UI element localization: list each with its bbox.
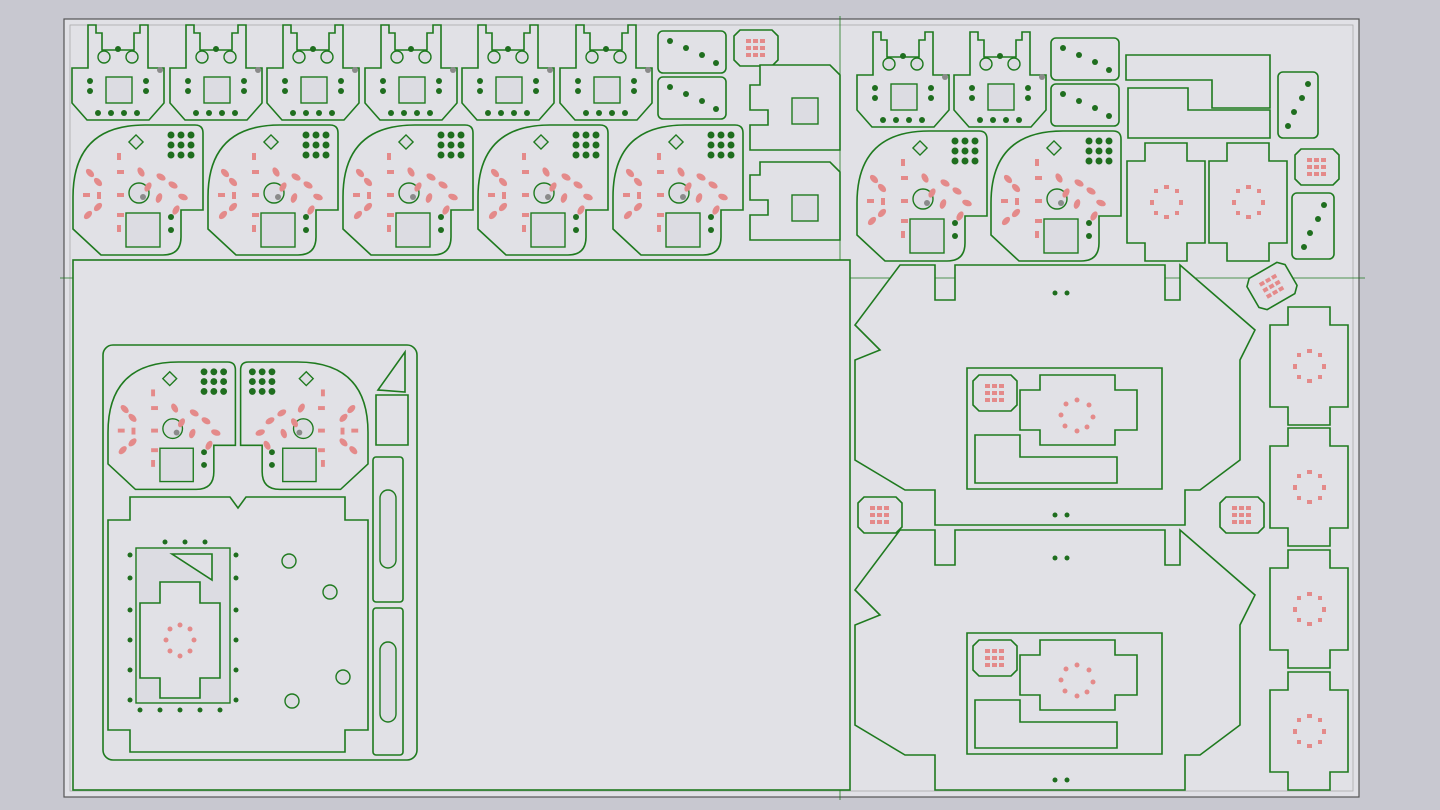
slot-plate[interactable] xyxy=(1050,83,1120,127)
bar-plate[interactable] xyxy=(1125,54,1271,109)
cross-plate[interactable] xyxy=(1269,427,1349,547)
sheet-margin xyxy=(69,24,1354,792)
cross-plate[interactable] xyxy=(1126,142,1206,262)
bar-plate[interactable] xyxy=(1127,87,1271,139)
chip-plate[interactable] xyxy=(733,29,779,67)
slot-plate[interactable] xyxy=(657,76,727,120)
cross-plate[interactable] xyxy=(1269,306,1349,426)
slot-plate[interactable] xyxy=(1291,192,1335,260)
slot-plate[interactable] xyxy=(657,30,727,74)
slot-plate[interactable] xyxy=(1277,71,1319,139)
chip-plate[interactable] xyxy=(857,496,903,534)
chip-plate[interactable] xyxy=(1294,148,1340,186)
cross-plate[interactable] xyxy=(1269,549,1349,669)
cross-plate[interactable] xyxy=(1208,142,1288,262)
chip-plate[interactable] xyxy=(1219,496,1265,534)
triangle-piece[interactable] xyxy=(376,349,406,393)
triangle-piece[interactable] xyxy=(375,394,409,446)
base-plate[interactable] xyxy=(855,530,1255,790)
slot-plate[interactable] xyxy=(1050,37,1120,81)
base-plate[interactable] xyxy=(855,265,1255,525)
cross-plate[interactable] xyxy=(1269,671,1349,791)
